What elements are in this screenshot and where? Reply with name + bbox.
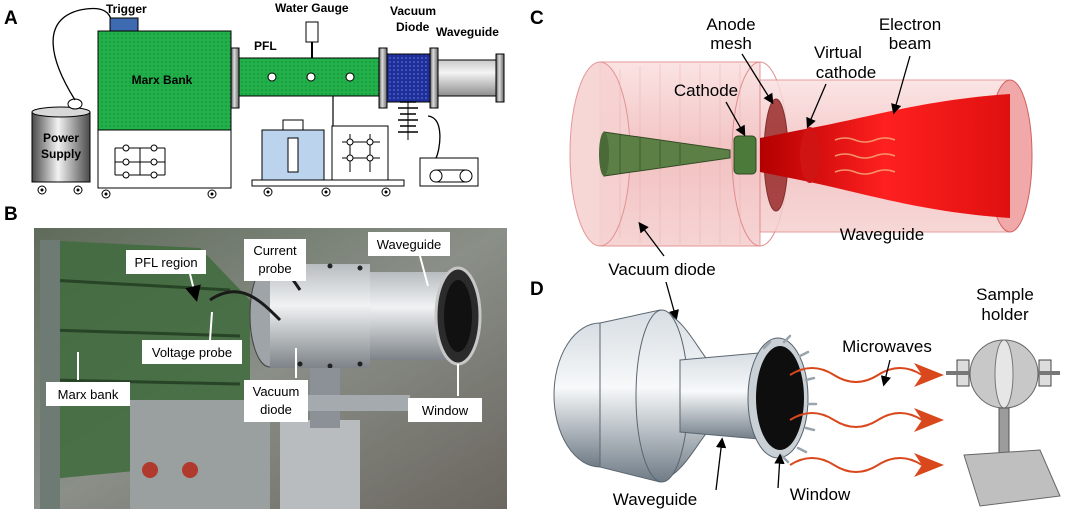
svg-text:Marx bank: Marx bank xyxy=(58,387,119,402)
power-supply-label-1: Power xyxy=(43,131,79,145)
electron-beam-label-2: beam xyxy=(889,34,932,53)
photo-label-waveguide: Waveguide xyxy=(368,232,450,287)
waveguide-label-c: Waveguide xyxy=(840,225,924,244)
vacuum-diode-label: Vacuum diode xyxy=(608,260,715,279)
pfl-flange xyxy=(378,47,388,109)
photo-label-current-probe: Current probe xyxy=(244,239,306,281)
photo-label-voltage-probe: Voltage probe xyxy=(142,311,242,364)
photo-label-vacuum-diode: Vacuum diode xyxy=(244,348,308,422)
panel-letter-b: B xyxy=(4,204,18,225)
svg-text:Window: Window xyxy=(422,403,469,418)
svg-text:probe: probe xyxy=(258,261,291,276)
svg-text:PFL region: PFL region xyxy=(134,255,197,270)
vacuum-diode-body xyxy=(553,309,721,483)
diode-flange xyxy=(429,47,439,109)
svg-text:Waveguide: Waveguide xyxy=(377,237,442,252)
trigger-label: Trigger xyxy=(106,2,147,16)
panel-d-rendering: D xyxy=(530,279,1061,509)
electron-beam xyxy=(760,94,1010,218)
svg-text:Voltage probe: Voltage probe xyxy=(152,345,232,360)
window-d xyxy=(747,334,818,464)
trigger-box xyxy=(109,17,139,32)
cathode-holder xyxy=(733,135,757,175)
svg-text:diode: diode xyxy=(260,402,292,417)
window-label-d: Window xyxy=(790,485,851,504)
panel-letter-c: C xyxy=(530,8,544,29)
waveguide-label-a: Waveguide xyxy=(436,25,499,39)
waveguide-label-d: Waveguide xyxy=(613,490,697,509)
vacuum-diode-a: Vacuum Diode xyxy=(386,4,441,159)
panel-letter-d: D xyxy=(530,279,544,300)
cathode-label: Cathode xyxy=(674,81,738,100)
diode-label: Diode xyxy=(396,20,430,34)
photo-label-marx-bank: Marx bank xyxy=(46,352,130,406)
electron-beam-label-1: Electron xyxy=(879,15,941,34)
virtual-cathode-label-2: cathode xyxy=(816,63,877,82)
water-gauge: Water Gauge xyxy=(275,1,349,58)
photo-label-pfl-region: PFL region xyxy=(126,250,206,302)
power-supply-label-2: Supply xyxy=(41,147,81,161)
marx-bank: Marx Bank xyxy=(97,30,232,199)
anode-mesh-label-1: Anode xyxy=(706,15,755,34)
marx-bank-label: Marx Bank xyxy=(132,73,193,87)
svg-text:Vacuum: Vacuum xyxy=(253,384,300,399)
microwave-arrows xyxy=(789,363,944,477)
panel-b-photo: B PFL region xyxy=(4,204,507,509)
waveguide-a: Waveguide xyxy=(436,25,505,103)
pfl-section: PFL xyxy=(238,39,380,97)
marx-flange xyxy=(230,47,240,109)
sample-holder xyxy=(946,339,1061,507)
pfl-label: PFL xyxy=(254,39,277,53)
svg-text:Current: Current xyxy=(253,243,297,258)
trigger-cable xyxy=(52,7,113,101)
virtual-cathode-label-1: Virtual xyxy=(814,43,862,62)
panel-c-simulation: C Anode m xyxy=(530,8,1033,321)
water-gauge-label: Water Gauge xyxy=(275,1,349,15)
microwaves-label: Microwaves xyxy=(842,337,932,356)
panel-letter-a: A xyxy=(4,8,18,29)
vacuum-pump xyxy=(419,157,479,187)
water-tank-cart xyxy=(251,96,405,197)
sample-holder-label-2: holder xyxy=(981,305,1029,324)
power-supply: Power Supply xyxy=(31,98,91,195)
panel-a-schematic: A Power Supply Trigger Marx Bank xyxy=(4,1,505,199)
anode-mesh-label-2: mesh xyxy=(710,34,752,53)
sample-holder-label-1: Sample xyxy=(976,285,1034,304)
photo-label-window: Window xyxy=(408,364,482,422)
vacuum-label: Vacuum xyxy=(390,4,436,18)
